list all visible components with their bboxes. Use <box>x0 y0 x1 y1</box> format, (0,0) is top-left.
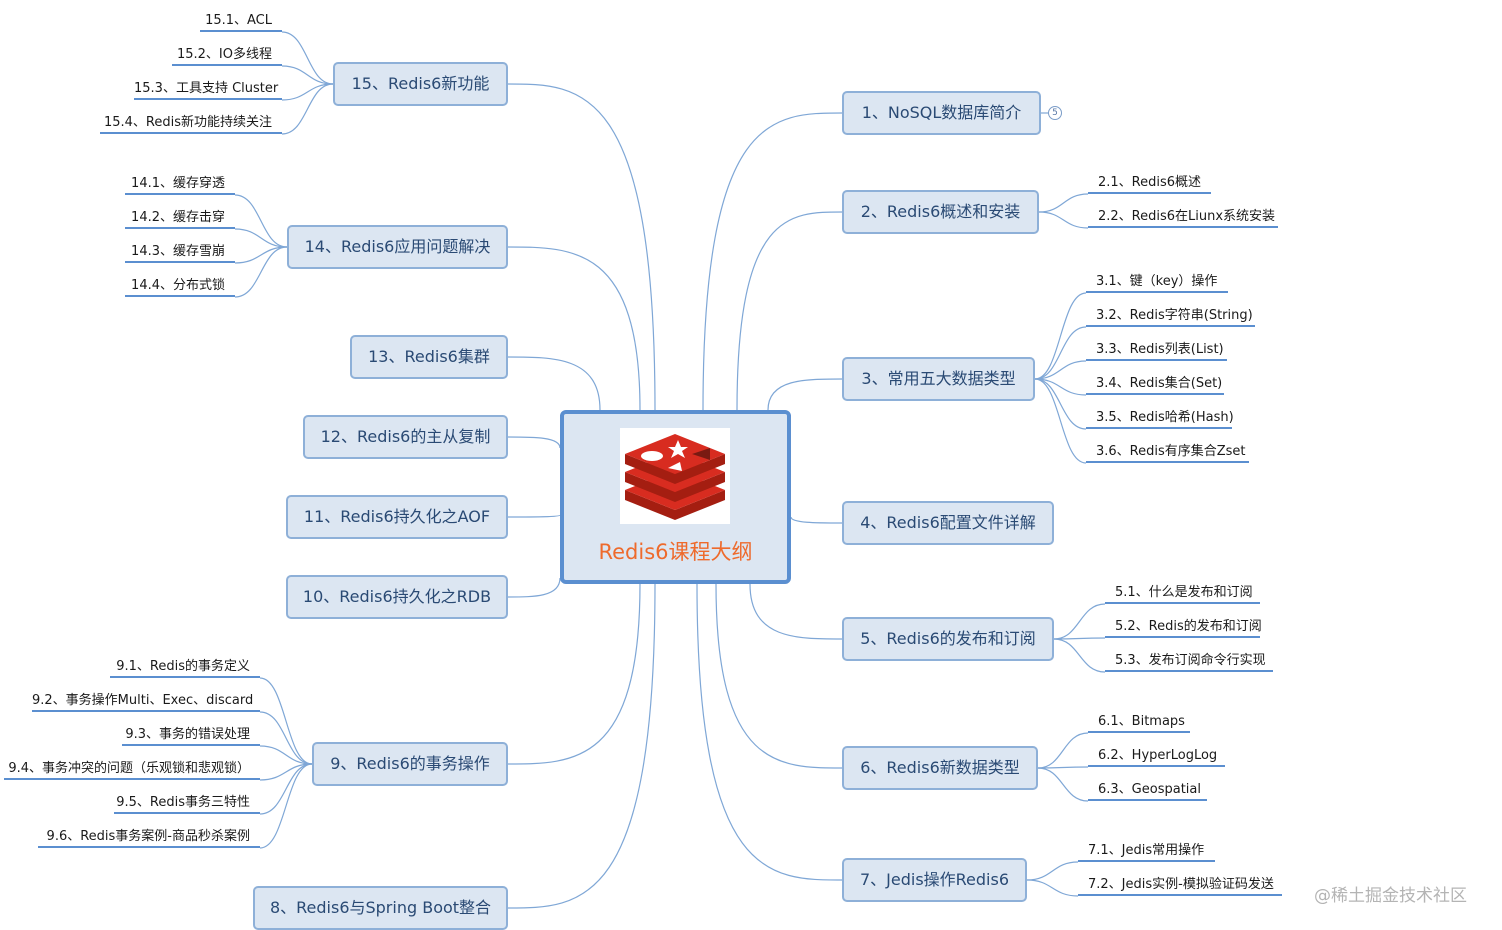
connector-b2-2 <box>1038 211 1089 229</box>
topic-node-b9[interactable]: 9、Redis6的事务操作 <box>312 742 508 786</box>
connector-b3-4 <box>1034 378 1087 396</box>
subtopic-item-b7-1[interactable]: 7.1、Jedis常用操作 <box>1078 842 1215 862</box>
subtopic-item-b6-1[interactable]: 6.1、Bitmaps <box>1088 713 1190 733</box>
topic-node-b10[interactable]: 10、Redis6持久化之RDB <box>286 575 508 619</box>
connector-b9 <box>507 583 641 765</box>
connector-b6-2 <box>1037 766 1089 769</box>
subtopic-item-b3-6[interactable]: 3.6、Redis有序集合Zset <box>1086 443 1249 463</box>
connector-b2 <box>736 211 843 411</box>
subtopic-item-b5-3[interactable]: 5.3、发布订阅命令行实现 <box>1105 652 1273 672</box>
connector-b15-2 <box>281 65 334 85</box>
connector-b9-3 <box>259 745 313 765</box>
topic-node-b14[interactable]: 14、Redis6应用问题解决 <box>287 225 508 269</box>
connector-b3-2 <box>1034 326 1087 380</box>
connector-b3-1 <box>1034 292 1087 380</box>
connector-b7-1 <box>1026 861 1079 881</box>
connector-b9-1 <box>259 677 313 765</box>
connector-b13 <box>507 356 601 411</box>
connector-b5-3 <box>1053 638 1106 673</box>
subtopic-item-b6-2[interactable]: 6.2、HyperLogLog <box>1088 747 1225 767</box>
root-node[interactable]: Redis6课程大纲 <box>560 410 791 584</box>
connector-b6 <box>715 583 843 769</box>
subtopic-item-b9-2[interactable]: 9.2、事务操作Multi、Exec、discard <box>32 692 260 712</box>
topic-node-b13[interactable]: 13、Redis6集群 <box>350 335 508 379</box>
subtopic-item-b5-2[interactable]: 5.2、Redis的发布和订阅 <box>1105 618 1262 638</box>
connector-b9-6 <box>259 763 313 849</box>
connector-b5 <box>749 583 843 640</box>
connector-b2-1 <box>1038 193 1089 213</box>
subtopic-item-b9-3[interactable]: 9.3、事务的错误处理 <box>122 726 260 746</box>
connector-b3-3 <box>1034 360 1087 380</box>
subtopic-item-b9-6[interactable]: 9.6、Redis事务案例-商品秒杀案例 <box>38 828 260 848</box>
subtopic-item-b6-3[interactable]: 6.3、Geospatial <box>1088 781 1207 801</box>
topic-node-b8[interactable]: 8、Redis6与Spring Boot整合 <box>253 886 508 930</box>
topic-node-b4[interactable]: 4、Redis6配置文件详解 <box>842 501 1054 545</box>
connector-b5-2 <box>1053 637 1106 640</box>
connector-b3-6 <box>1034 378 1087 464</box>
connector-b6-1 <box>1037 732 1089 769</box>
connector-b9-5 <box>259 763 313 815</box>
redis-logo-icon <box>620 428 730 524</box>
topic-node-b5[interactable]: 5、Redis6的发布和订阅 <box>842 617 1054 661</box>
topic-node-b1[interactable]: 1、NoSQL数据库简介 <box>842 91 1041 135</box>
topic-node-b11[interactable]: 11、Redis6持久化之AOF <box>286 495 508 539</box>
subtopic-item-b14-3[interactable]: 14.3、缓存雪崩 <box>125 243 235 263</box>
collapsed-count-badge[interactable]: 5 <box>1048 106 1062 120</box>
subtopic-item-b15-3[interactable]: 15.3、工具支持 Cluster <box>134 80 282 100</box>
connector-b7-2 <box>1026 879 1079 897</box>
connector-b4 <box>790 516 843 524</box>
connector-b1 <box>702 112 843 411</box>
subtopic-item-b15-4[interactable]: 15.4、Redis新功能持续关注 <box>100 114 282 134</box>
connector-b15 <box>507 83 656 411</box>
subtopic-item-b15-2[interactable]: 15.2、IO多线程 <box>172 46 282 66</box>
subtopic-item-b9-5[interactable]: 9.5、Redis事务三特性 <box>114 794 260 814</box>
connector-b15-4 <box>281 83 334 135</box>
connector-b15-3 <box>281 83 334 101</box>
subtopic-item-b9-4[interactable]: 9.4、事务冲突的问题（乐观锁和悲观锁） <box>4 760 260 780</box>
topic-node-b12[interactable]: 12、Redis6的主从复制 <box>303 415 508 459</box>
subtopic-item-b3-3[interactable]: 3.3、Redis列表(List) <box>1086 341 1227 361</box>
connector-b14-4 <box>234 246 288 298</box>
subtopic-item-b9-1[interactable]: 9.1、Redis的事务定义 <box>110 658 260 678</box>
connector-b11 <box>507 514 561 518</box>
connector-b14-2 <box>234 228 288 248</box>
subtopic-item-b2-1[interactable]: 2.1、Redis6概述 <box>1088 174 1211 194</box>
subtopic-item-b15-1[interactable]: 15.1、ACL <box>200 12 282 32</box>
topic-node-b7[interactable]: 7、Jedis操作Redis6 <box>842 858 1027 902</box>
connector-b8 <box>507 583 656 909</box>
connector-b10 <box>507 577 561 598</box>
connector-b14 <box>507 246 641 411</box>
root-title: Redis6课程大纲 <box>598 540 753 564</box>
connector-b3 <box>767 378 843 411</box>
subtopic-item-b5-1[interactable]: 5.1、什么是发布和订阅 <box>1105 584 1260 604</box>
connector-b7 <box>696 583 843 881</box>
subtopic-item-b3-2[interactable]: 3.2、Redis字符串(String) <box>1086 307 1255 327</box>
connector-b15-1 <box>281 31 334 85</box>
topic-node-b15[interactable]: 15、Redis6新功能 <box>333 62 508 106</box>
connector-b12 <box>507 436 561 449</box>
connector-b5-1 <box>1053 603 1106 640</box>
connector-b9-2 <box>259 711 313 765</box>
topic-node-b6[interactable]: 6、Redis6新数据类型 <box>842 746 1038 790</box>
connector-b14-3 <box>234 246 288 264</box>
topic-node-b3[interactable]: 3、常用五大数据类型 <box>842 357 1035 401</box>
topic-node-b2[interactable]: 2、Redis6概述和安装 <box>842 190 1039 234</box>
subtopic-item-b3-4[interactable]: 3.4、Redis集合(Set) <box>1086 375 1224 395</box>
subtopic-item-b3-5[interactable]: 3.5、Redis哈希(Hash) <box>1086 409 1234 429</box>
connector-b14-1 <box>234 194 288 248</box>
connector-b9-4 <box>259 763 313 781</box>
watermark: @稀土掘金技术社区 <box>1314 886 1467 906</box>
subtopic-item-b7-2[interactable]: 7.2、Jedis实例-模拟验证码发送 <box>1078 876 1282 896</box>
connector-b6-3 <box>1037 767 1089 802</box>
subtopic-item-b14-1[interactable]: 14.1、缓存穿透 <box>125 175 235 195</box>
subtopic-item-b2-2[interactable]: 2.2、Redis6在Liunx系统安装 <box>1088 208 1278 228</box>
subtopic-item-b3-1[interactable]: 3.1、键（key）操作 <box>1086 273 1228 293</box>
subtopic-item-b14-4[interactable]: 14.4、分布式锁 <box>125 277 235 297</box>
connector-b3-5 <box>1034 378 1087 430</box>
subtopic-item-b14-2[interactable]: 14.2、缓存击穿 <box>125 209 235 229</box>
redis-logo-layers <box>625 434 725 520</box>
